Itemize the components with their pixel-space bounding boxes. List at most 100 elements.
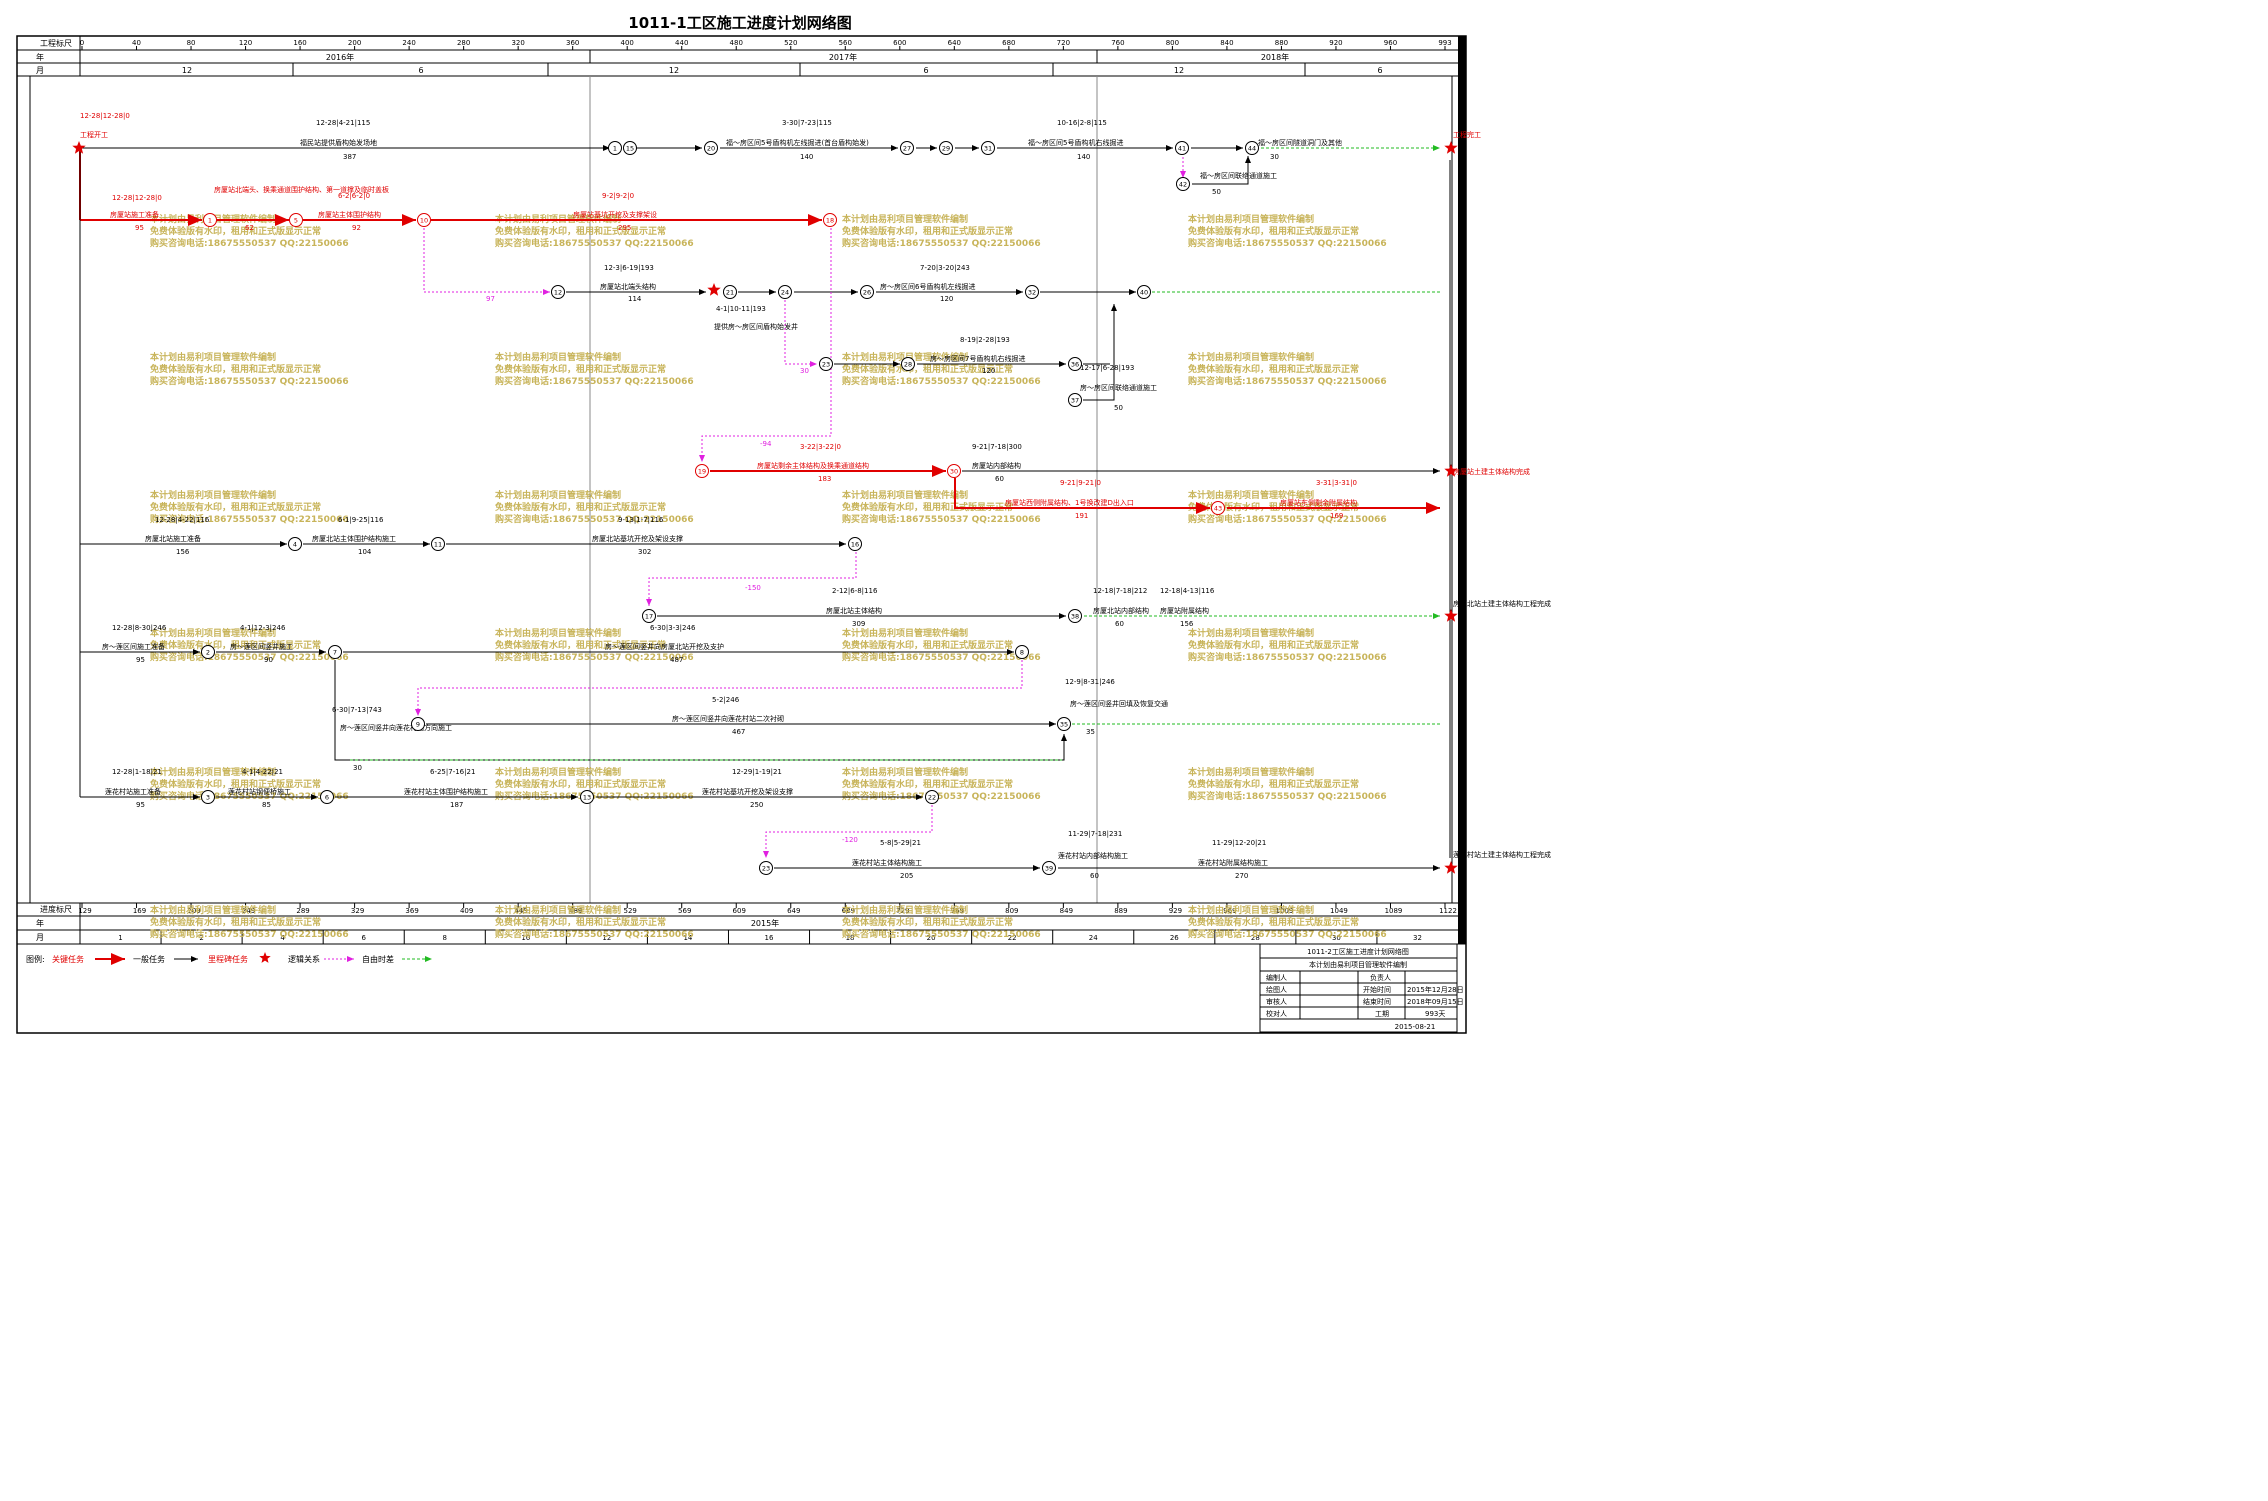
footer-year-label: 年: [36, 918, 44, 928]
footer-month-cell: 12: [602, 934, 611, 942]
event-node: [328, 645, 342, 659]
watermark-line: 免费体验版有水印，租用和正式版显示正常: [150, 363, 321, 375]
event-node-number: 9: [416, 721, 420, 729]
scale-tick-label: 240: [402, 39, 415, 47]
watermark-line: 本计划由易利项目管理软件编制: [150, 766, 276, 778]
scale-tick-label: 640: [948, 39, 961, 47]
task-label: 房厦站剩余主体结构及换乘通道结构: [757, 461, 869, 470]
watermark-line: 购买咨询电话:18675550537 QQ:22150066: [495, 651, 694, 663]
task-date: 11-29|7-18|231: [1068, 830, 1122, 838]
scale-tick-label: 80: [187, 39, 196, 47]
task-label: 莲花村站基坑开挖及架设支撑: [702, 787, 793, 796]
watermark-line: 本计划由易利项目管理软件编制: [150, 904, 276, 916]
footer-month-cell: 26: [1170, 934, 1179, 942]
progress-tick-label: 409: [460, 907, 473, 915]
event-node-number: 16: [851, 541, 859, 549]
title-block-made-by: 本计划由易利项目管理软件编制: [1309, 960, 1407, 969]
scale-tick-label: 920: [1329, 39, 1342, 47]
task-label: 房～房区间6号盾构机左线掘进: [880, 282, 975, 291]
scale-tick-label: 160: [293, 39, 306, 47]
event-node-number: 42: [1179, 181, 1187, 189]
legend-critical-label: 关键任务: [52, 954, 84, 964]
task-duration: 467: [732, 728, 745, 736]
watermark-line: 购买咨询电话:18675550537 QQ:22150066: [842, 237, 1041, 249]
float-label: 30: [800, 367, 809, 375]
watermark-line: 本计划由易利项目管理软件编制: [1188, 351, 1314, 363]
watermark-line: 免费体验版有水印，租用和正式版显示正常: [150, 916, 321, 928]
watermark-line: 本计划由易利项目管理软件编制: [495, 351, 621, 363]
event-node: [580, 790, 594, 804]
scale-tick-label: 880: [1275, 39, 1288, 47]
task-duration: 50: [1114, 404, 1123, 412]
watermark-line: 免费体验版有水印，租用和正式版显示正常: [150, 778, 321, 790]
progress-tick-label: 889: [1114, 907, 1127, 915]
event-node-number: 37: [1071, 397, 1079, 405]
progress-tick-label: 769: [951, 907, 964, 915]
event-node-number: 38: [1071, 613, 1079, 621]
event-node-number: 10: [420, 217, 428, 225]
task-date: 5-2|246: [712, 696, 740, 704]
task-duration: 302: [638, 548, 651, 556]
task-duration: 187: [450, 801, 463, 809]
task-date: 12-28|12-28|0: [80, 112, 130, 120]
task-date: 3-31|3-31|0: [1316, 479, 1357, 487]
task-duration: 30: [1270, 153, 1279, 161]
task-date: 11-29|12-20|21: [1212, 839, 1266, 847]
event-node-number: 26: [863, 289, 871, 297]
event-node-number: 2: [206, 649, 210, 657]
task-date: 5-8|5-29|21: [880, 839, 921, 847]
footer-month-cell: 20: [927, 934, 936, 942]
task-label: 房厦站基坑开挖及支撑架设: [573, 210, 657, 219]
watermark-line: 本计划由易利项目管理软件编制: [1188, 627, 1314, 639]
task-duration: 295: [618, 224, 631, 232]
chart-title: 1011-1工区施工进度计划网络图: [628, 14, 851, 32]
task-label: 房厦北站土建主体结构工程完成: [1453, 599, 1551, 608]
footer-month-label: 月: [36, 933, 44, 942]
watermark-line: 本计划由易利项目管理软件编制: [150, 489, 276, 501]
watermark-line: 购买咨询电话:18675550537 QQ:22150066: [150, 375, 349, 387]
task-duration: 120: [982, 367, 995, 375]
watermark-line: 购买咨询电话:18675550537 QQ:22150066: [150, 651, 349, 663]
task-date: 6-30|3-3|246: [650, 624, 696, 632]
event-node: [981, 141, 995, 155]
task-date: 12-28|12-28|0: [112, 194, 162, 202]
task-duration: 183: [818, 475, 831, 483]
task-label: 莲花村站主体围护结构施工: [404, 787, 488, 796]
progress-tick-label: 569: [678, 907, 691, 915]
watermark-line: 购买咨询电话:18675550537 QQ:22150066: [495, 237, 694, 249]
watermark-line: 本计划由易利项目管理软件编制: [495, 489, 621, 501]
milestone-star-icon: [259, 952, 271, 963]
footer-month-cell: 28: [1251, 934, 1260, 942]
watermark-line: 免费体验版有水印，租用和正式版显示正常: [150, 225, 321, 237]
event-node: [704, 141, 718, 155]
milestone-star-icon: [1444, 464, 1458, 477]
watermark-line: 免费体验版有水印，租用和正式版显示正常: [1188, 916, 1359, 928]
event-node-number: 20: [707, 145, 715, 153]
event-node-number: 27: [903, 145, 911, 153]
task-label: 房～莲区间竖井向莲花村站方向施工: [340, 723, 452, 732]
watermark-line: 本计划由易利项目管理软件编制: [842, 766, 968, 778]
watermark-line: 免费体验版有水印，租用和正式版显示正常: [495, 501, 666, 513]
task-label: 房厦北站基坑开挖及架设支撑: [592, 534, 683, 543]
year-label: 年: [36, 52, 44, 62]
task-duration: 387: [343, 153, 356, 161]
title-block-name: 1011-2工区施工进度计划网络图: [1307, 947, 1409, 956]
watermark-line: 免费体验版有水印，租用和正式版显示正常: [495, 225, 666, 237]
event-node-number: 32: [1028, 289, 1036, 297]
event-node: [1068, 357, 1082, 371]
scale-tick-label: 520: [784, 39, 797, 47]
footer-month-cell: 4: [280, 934, 285, 942]
task-label: 房厦站主体围护结构: [318, 210, 381, 219]
event-node: [203, 213, 217, 227]
progress-tick-label: 369: [405, 907, 418, 915]
task-duration: 95: [135, 224, 144, 232]
drafter-label: 绘图人: [1266, 985, 1287, 994]
event-node-number: 23: [822, 361, 830, 369]
end-label: 结束时间: [1363, 997, 1391, 1006]
task-duration: 156: [1180, 620, 1194, 628]
task-label: 房～莲区间施工准备: [102, 642, 165, 651]
milestone-star-icon: [707, 283, 721, 296]
event-node: [860, 285, 874, 299]
watermark-line: 本计划由易利项目管理软件编制: [1188, 904, 1314, 916]
task-duration: 270: [1235, 872, 1248, 880]
